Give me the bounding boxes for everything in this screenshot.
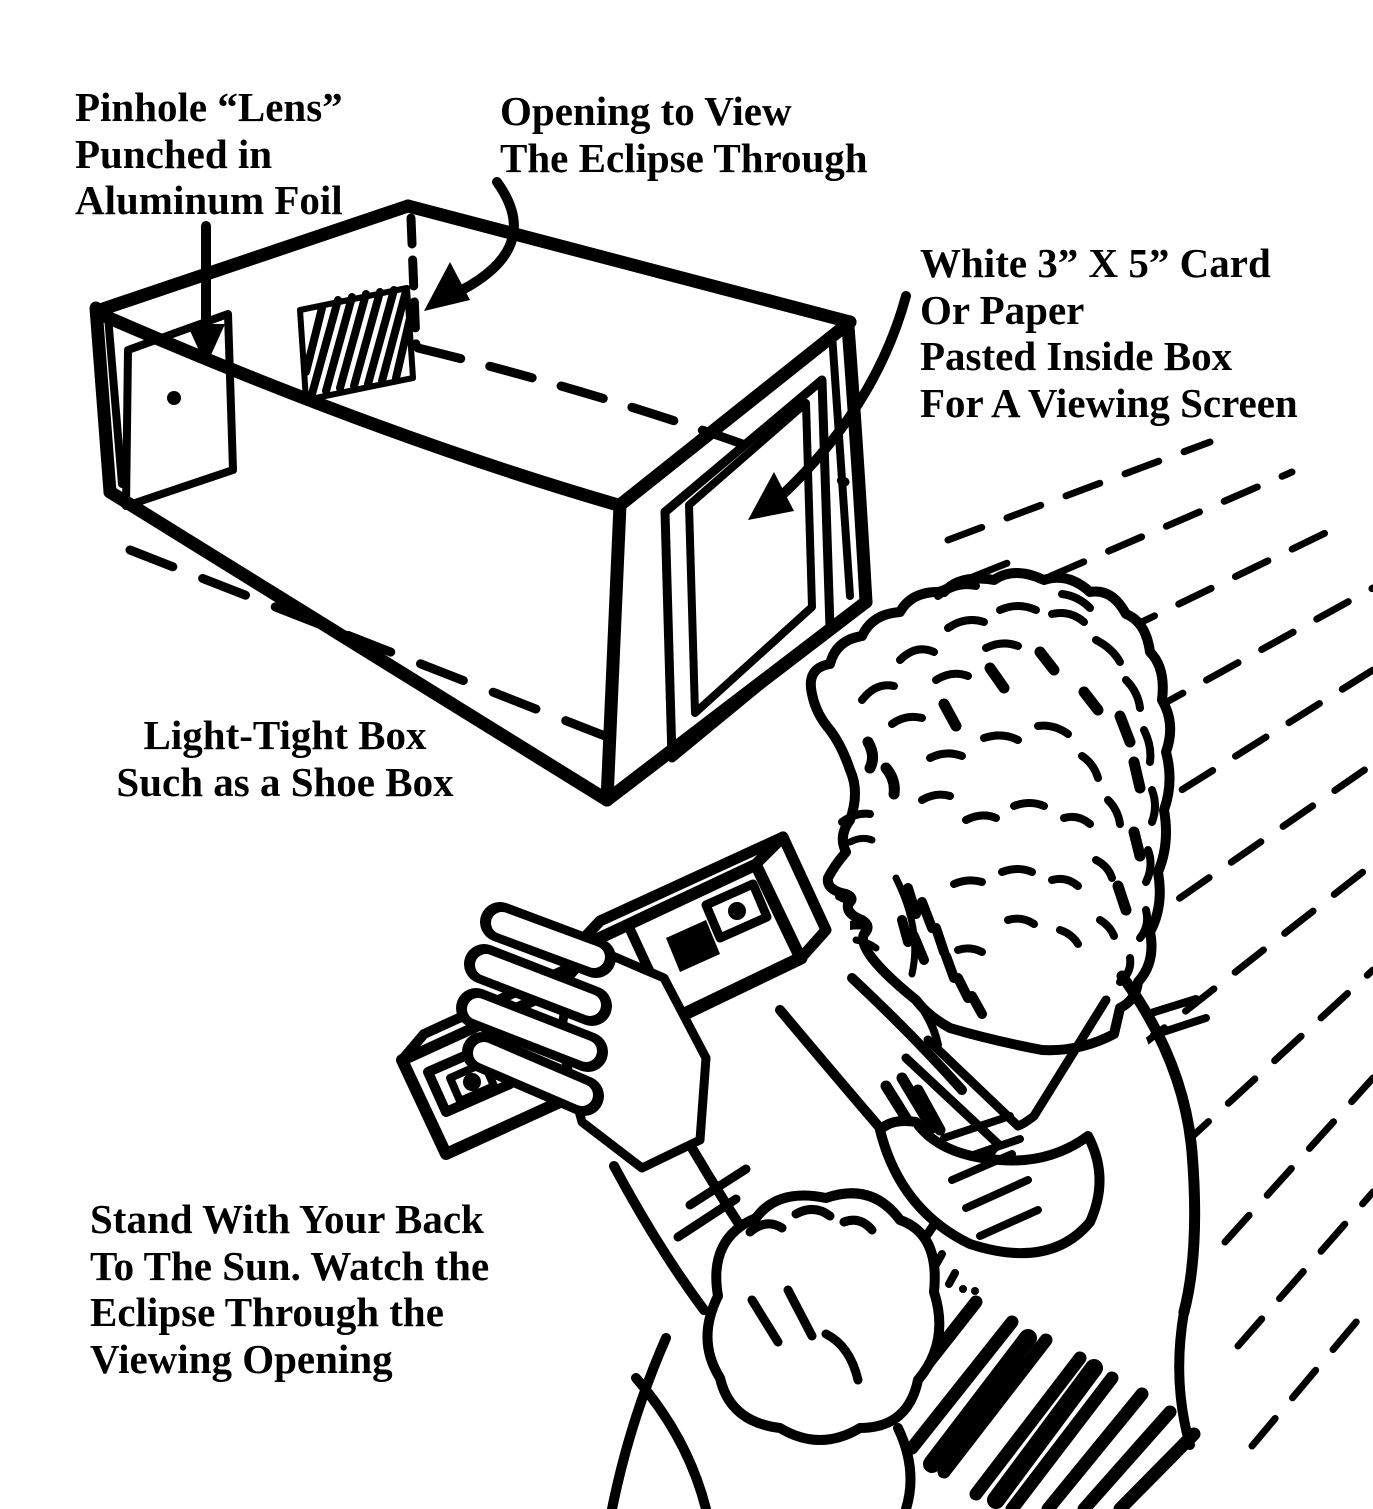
- viewing-screen-card: [660, 375, 835, 763]
- fist: [702, 1188, 945, 1445]
- opening-arrow: [424, 177, 519, 311]
- hair-scribbles: [858, 568, 1159, 986]
- label-card: White 3” X 5” Card Or Paper Pasted Insid…: [920, 240, 1298, 427]
- box-wall-thickness: [104, 312, 854, 600]
- face-details: [835, 809, 987, 1049]
- label-opening: Opening to View The Eclipse Through: [500, 88, 868, 181]
- box-edges: [89, 199, 873, 807]
- gripping-hand: [456, 902, 791, 1315]
- viewing-opening-hatched: [297, 285, 416, 403]
- handheld-viewer-box: [396, 831, 1105, 1445]
- viewer-opening-square: [666, 920, 720, 972]
- shirt-hatching: [607, 1164, 1201, 1509]
- pinhole-dot: [167, 391, 181, 405]
- shoe-box-drawing: [89, 199, 873, 807]
- fingers: [456, 902, 616, 1116]
- hair-dark-clusters: [862, 646, 1146, 916]
- viewer-pinhole-dot: [728, 902, 746, 920]
- label-box: Light-Tight Box Such as a Shoe Box: [116, 712, 454, 805]
- sleeve-cuff: [775, 973, 1105, 1259]
- label-pinhole: Pinhole “Lens” Punched in Aluminum Foil: [75, 84, 343, 224]
- viewer-pinhole-square: [701, 879, 772, 943]
- card-arrow: [748, 291, 911, 520]
- label-instructions: Stand With Your Back To The Sun. Watch t…: [90, 1196, 490, 1383]
- pinhole-arrow: [187, 221, 225, 366]
